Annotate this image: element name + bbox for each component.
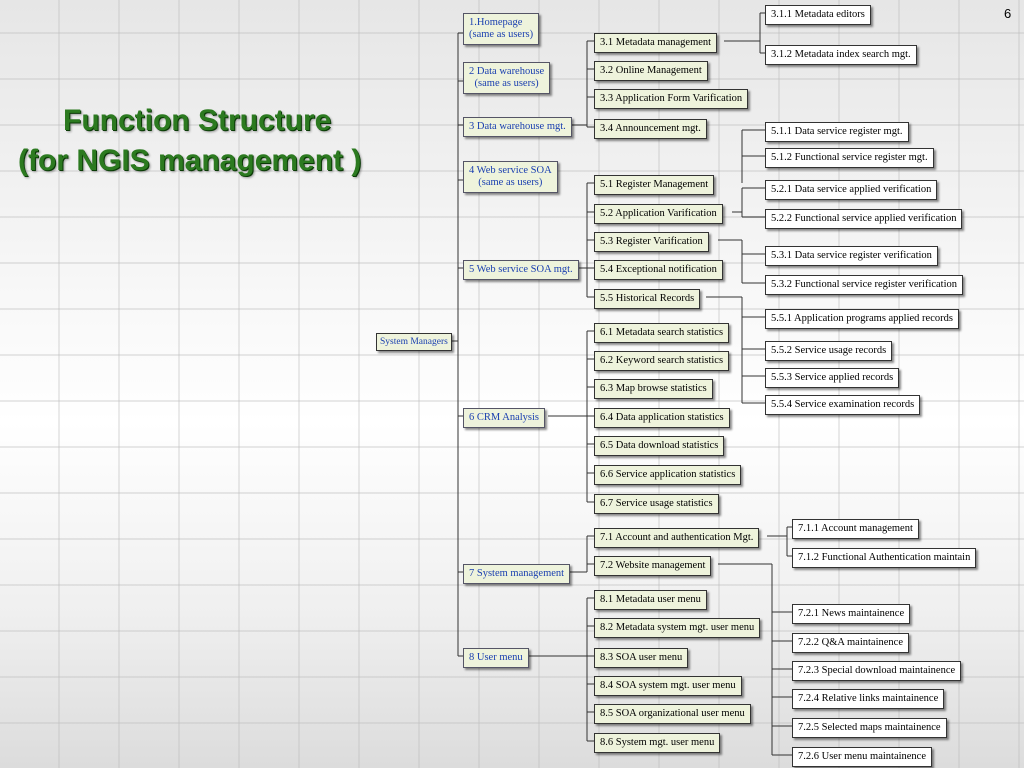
page-number: 6 bbox=[1004, 6, 1012, 21]
node-l4-5-1-1: 5.1.1 Data service register mgt. bbox=[765, 122, 909, 142]
node-label-sub: (same as users) bbox=[474, 78, 539, 89]
node-l4-3-1-2: 3.1.2 Metadata index search mgt. bbox=[765, 45, 917, 65]
node-l3-5-2: 5.2 Application Varification bbox=[594, 204, 723, 224]
node-l4-5-5-2: 5.5.2 Service usage records bbox=[765, 341, 893, 361]
node-l4-7-2-1: 7.2.1 News maintainence bbox=[792, 604, 911, 624]
node-l2-web-service-soa: 4 Web service SOA (same as users) bbox=[463, 161, 558, 193]
node-l4-5-2-1: 5.2.1 Data service applied verification bbox=[765, 180, 938, 200]
node-l4-5-3-1: 5.3.1 Data service register verification bbox=[765, 246, 938, 266]
node-l3-6-1: 6.1 Metadata search statistics bbox=[594, 323, 730, 343]
node-l3-6-3: 6.3 Map browse statistics bbox=[594, 379, 713, 399]
node-l3-8-6: 8.6 System mgt. user menu bbox=[594, 733, 721, 753]
node-label: 1.Homepage bbox=[469, 17, 523, 28]
node-l3-8-4: 8.4 SOA system mgt. user menu bbox=[594, 676, 742, 696]
node-label: 4 Web service SOA bbox=[469, 165, 552, 176]
node-l3-5-3: 5.3 Register Varification bbox=[594, 232, 709, 252]
node-l4-7-2-4: 7.2.4 Relative links maintainence bbox=[792, 689, 945, 709]
node-l2-user-menu: 8 User menu bbox=[463, 648, 529, 668]
node-l3-6-6: 6.6 Service application statistics bbox=[594, 465, 742, 485]
node-l3-3-2: 3.2 Online Management bbox=[594, 61, 708, 81]
node-l2-data-warehouse: 2 Data warehouse (same as users) bbox=[463, 62, 551, 94]
root-node: System Managers bbox=[376, 333, 452, 351]
node-l4-7-1-2: 7.1.2 Functional Authentication maintain bbox=[792, 548, 977, 568]
node-label-sub: (same as users) bbox=[469, 29, 534, 40]
node-l3-6-5: 6.5 Data download statistics bbox=[594, 436, 725, 456]
node-l3-8-2: 8.2 Metadata system mgt. user menu bbox=[594, 618, 761, 638]
node-l2-system-management: 7 System management bbox=[463, 564, 571, 584]
node-l3-7-1: 7.1 Account and authentication Mgt. bbox=[594, 528, 760, 548]
node-l3-3-3: 3.3 Application Form Varification bbox=[594, 89, 749, 109]
node-l3-5-5: 5.5 Historical Records bbox=[594, 289, 701, 309]
node-l2-crm-analysis: 6 CRM Analysis bbox=[463, 408, 546, 428]
node-l4-3-1-1: 3.1.1 Metadata editors bbox=[765, 5, 871, 25]
node-l4-5-1-2: 5.1.2 Functional service register mgt. bbox=[765, 148, 934, 168]
node-l4-7-1-1: 7.1.1 Account management bbox=[792, 519, 919, 539]
node-l3-5-4: 5.4 Exceptional notification bbox=[594, 260, 723, 280]
node-l4-5-5-1: 5.5.1 Application programs applied recor… bbox=[765, 309, 959, 329]
node-l3-8-5: 8.5 SOA organizational user menu bbox=[594, 704, 751, 724]
node-l4-5-5-3: 5.5.3 Service applied records bbox=[765, 368, 900, 388]
node-l3-3-1: 3.1 Metadata management bbox=[594, 33, 718, 53]
node-l3-6-2: 6.2 Keyword search statistics bbox=[594, 351, 730, 371]
node-l3-5-1: 5.1 Register Management bbox=[594, 175, 715, 195]
node-l2-data-warehouse-mgt: 3 Data warehouse mgt. bbox=[463, 117, 572, 137]
node-l4-7-2-2: 7.2.2 Q&A maintainence bbox=[792, 633, 909, 653]
node-l4-5-2-2: 5.2.2 Functional service applied verific… bbox=[765, 209, 963, 229]
node-l4-7-2-6: 7.2.6 User menu maintainence bbox=[792, 747, 932, 767]
node-l2-homepage: 1.Homepage (same as users) bbox=[463, 13, 540, 45]
node-l3-7-2: 7.2 Website management bbox=[594, 556, 712, 576]
node-l3-3-4: 3.4 Announcement mgt. bbox=[594, 119, 707, 139]
node-l4-7-2-5: 7.2.5 Selected maps maintainence bbox=[792, 718, 947, 738]
slide-title-line2: (for NGIS management ) bbox=[18, 144, 362, 177]
node-label: 2 Data warehouse bbox=[469, 66, 545, 77]
node-l3-6-7: 6.7 Service usage statistics bbox=[594, 494, 719, 514]
node-l2-web-service-soa-mgt: 5 Web service SOA mgt. bbox=[463, 260, 579, 280]
node-l3-6-4: 6.4 Data application statistics bbox=[594, 408, 730, 428]
node-l4-7-2-3: 7.2.3 Special download maintainence bbox=[792, 661, 962, 681]
node-l3-8-1: 8.1 Metadata user menu bbox=[594, 590, 707, 610]
node-l3-8-3: 8.3 SOA user menu bbox=[594, 648, 689, 668]
node-l4-5-5-4: 5.5.4 Service examination records bbox=[765, 395, 921, 415]
node-label-sub: (same as users) bbox=[478, 177, 543, 188]
node-l4-5-3-2: 5.3.2 Functional service register verifi… bbox=[765, 275, 964, 295]
slide-title-line1: Function Structure bbox=[63, 104, 332, 137]
